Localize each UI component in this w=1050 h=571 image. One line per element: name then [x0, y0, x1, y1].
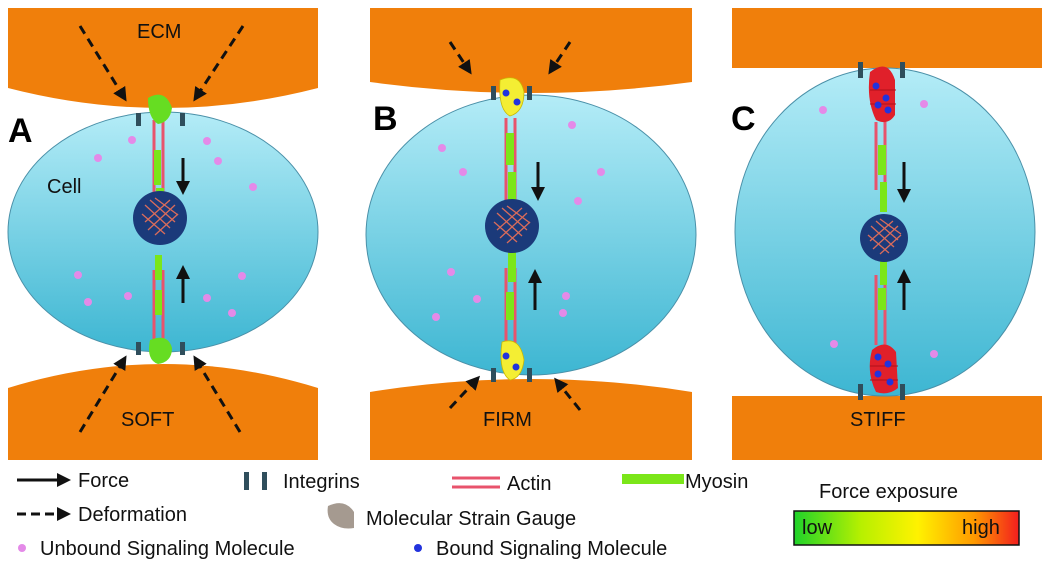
legend-unbound-dot	[18, 544, 26, 552]
substrate-label-soft: SOFT	[121, 409, 174, 431]
integrin	[491, 368, 496, 382]
legend-deformation-label: Deformation	[78, 504, 187, 526]
bound-molecule	[886, 378, 894, 386]
bound-molecule	[513, 98, 521, 106]
stress-fiber-bottom-b	[504, 250, 517, 345]
bound-molecule	[502, 352, 510, 360]
bound-molecule	[872, 82, 880, 90]
integrin	[900, 62, 905, 78]
force-exposure-high-label: high	[962, 517, 1000, 539]
ecm-top-firm	[370, 8, 692, 93]
integrin	[136, 113, 141, 126]
substrate-label-firm: FIRM	[483, 409, 532, 431]
deformation-arrow	[548, 41, 572, 75]
legend-integrin-icon	[244, 472, 249, 490]
dna-pattern-firm	[493, 205, 531, 244]
stress-fiber-bottom-c	[874, 255, 887, 345]
legend-strain-gauge-label: Molecular Strain Gauge	[366, 508, 576, 530]
unbound-molecules-b	[432, 121, 605, 321]
strain-gauge-bottom-soft	[149, 337, 172, 364]
legend: Force Deformation Unbound Signaling Mole…	[17, 470, 1020, 560]
unbound-molecules-c	[819, 100, 938, 358]
cell-label: Cell	[47, 176, 81, 198]
deformation-arrow	[448, 375, 481, 410]
legend-myosin-icon	[622, 474, 684, 484]
bound-molecule	[874, 101, 882, 109]
strain-gauge-top-soft	[148, 94, 172, 124]
legend-bound-label: Bound Signaling Molecule	[436, 538, 667, 560]
force-exposure-title: Force exposure	[819, 481, 958, 503]
force-exposure-low-label: low	[802, 517, 833, 539]
bound-molecule	[502, 89, 510, 97]
panel-letter-a: A	[8, 112, 33, 150]
unbound-molecules-a	[74, 136, 257, 317]
ecm-bottom-stiff	[732, 396, 1042, 460]
gauge-stripes-top	[870, 89, 896, 105]
ecm-top-stiff	[732, 8, 1042, 68]
integrin	[180, 113, 185, 126]
panel-letter-b: B	[373, 100, 398, 138]
deformation-arrow	[448, 41, 472, 75]
ecm-label: ECM	[137, 21, 181, 43]
force-exposure-gradient-bar	[793, 510, 1020, 546]
bound-molecule	[884, 360, 892, 368]
panel-c: STIFF C	[731, 8, 1042, 460]
legend-unbound-label: Unbound Signaling Molecule	[40, 538, 295, 560]
strain-gauge-bottom-firm	[500, 340, 525, 381]
legend-actin-label: Actin	[507, 473, 551, 495]
integrin	[491, 86, 496, 100]
legend-bound-dot	[414, 544, 422, 552]
legend-integrins-label: Integrins	[283, 471, 360, 493]
integrin	[527, 86, 532, 100]
bound-molecule	[882, 94, 890, 102]
legend-myosin-label: Myosin	[685, 471, 748, 493]
stress-fiber-top-b	[504, 118, 517, 204]
legend-force-label: Force	[78, 470, 129, 492]
legend-integrin-icon	[262, 472, 267, 490]
dna-pattern-stiff	[867, 218, 902, 255]
strain-gauge-bottom-stiff	[869, 344, 898, 394]
bound-molecule	[512, 363, 520, 371]
deformation-arrow	[554, 377, 582, 411]
bound-molecule	[884, 106, 892, 114]
integrin	[858, 384, 863, 400]
ecm-bottom-soft	[8, 364, 318, 460]
stress-fiber-bottom-a	[152, 255, 165, 342]
integrin	[180, 342, 185, 355]
strain-gauge-top-firm	[499, 77, 525, 117]
integrin	[900, 384, 905, 400]
panel-letter-c: C	[731, 100, 756, 138]
dna-pattern-soft	[141, 197, 179, 236]
legend-strain-gauge-icon	[327, 503, 354, 529]
bound-molecule	[874, 370, 882, 378]
integrin	[527, 368, 532, 382]
gauge-stripes-bottom	[870, 365, 898, 381]
bound-molecule	[874, 353, 882, 361]
integrin	[858, 62, 863, 78]
ecm-bottom-firm	[370, 379, 692, 460]
integrin	[136, 342, 141, 355]
substrate-label-stiff: STIFF	[850, 409, 906, 431]
panel-a: ECM Cell SOFT A	[7, 8, 319, 460]
stress-fiber-top-c	[874, 122, 887, 212]
panel-b: FIRM B	[365, 8, 697, 460]
